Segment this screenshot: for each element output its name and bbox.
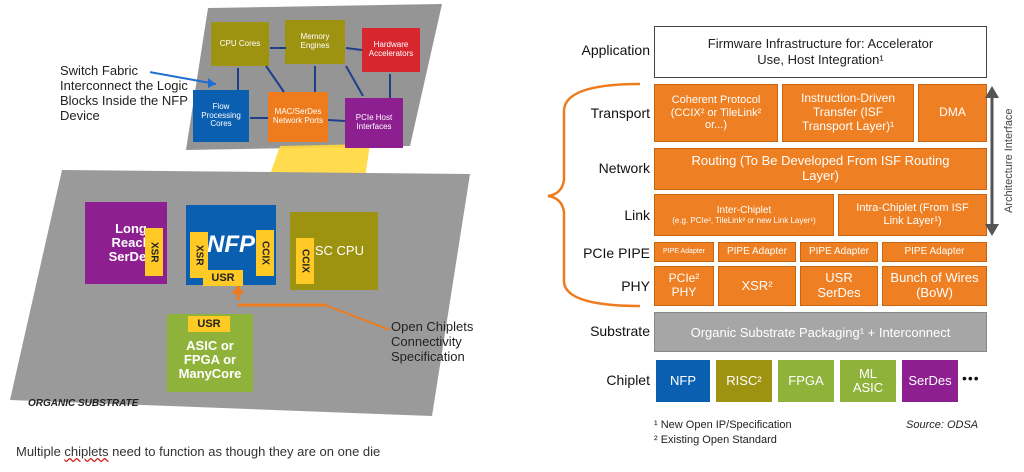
- pipe-adapter-1: PIPE Adapter: [654, 242, 714, 262]
- xsr-left-tag: XSR: [145, 228, 163, 276]
- cpu-cores-block: CPU Cores: [211, 22, 269, 66]
- caption-prefix: Multiple: [16, 444, 65, 459]
- inter-chiplet-box: Inter-Chiplet (e.g. PCIe², TileLink² or …: [654, 194, 834, 236]
- ccix-risc-tag: CCIX: [296, 238, 314, 284]
- switch-fabric-label: Switch Fabric Interconnect the Logic Blo…: [60, 63, 188, 123]
- routing-box: Routing (To Be Developed From ISF Routin…: [654, 148, 987, 190]
- ccix-nfp-tag: CCIX: [256, 230, 274, 276]
- caption-chiplets: chiplets: [64, 444, 109, 459]
- usr-asic-tag: USR: [188, 316, 230, 332]
- architecture-arrow: [985, 86, 999, 236]
- xsr-nfp-tag: XSR: [190, 232, 208, 278]
- chiplet-ml-asic: ML ASIC: [840, 360, 896, 402]
- layer-transport: Transport: [590, 105, 650, 121]
- organic-substrate-label: ORGANIC SUBSTRATE: [28, 398, 139, 409]
- more-chiplets: •••: [962, 370, 980, 386]
- pcie-phy-box: PCIe² PHY: [654, 266, 714, 306]
- pcie-host-interfaces-block: PCIe Host Interfaces: [345, 98, 403, 148]
- open-chiplets-label: Open Chiplets Connectivity Specification: [391, 319, 474, 364]
- flow-processing-cores-block: Flow Processing Cores: [193, 90, 249, 142]
- mac-serdes-network-ports-block: MAC/SerDes Network Ports: [268, 92, 328, 142]
- hardware-accelerators-block: Hardware Accelerators: [362, 28, 420, 72]
- inter-chiplet-sub: (e.g. PCIe², TileLink² or new Link Layer…: [672, 216, 816, 226]
- layer-link: Link: [624, 207, 650, 223]
- layer-network: Network: [598, 160, 650, 176]
- layer-bracket: [547, 82, 641, 308]
- firmware-box: Firmware Infrastructure for: Accelerator…: [654, 26, 987, 78]
- layer-substrate: Substrate: [590, 323, 650, 339]
- switch-fabric-arrow: [150, 71, 217, 85]
- dma-box: DMA: [918, 84, 987, 142]
- usr-serdes-box: USR SerDes: [800, 266, 878, 306]
- usr-nfp-tag: USR: [203, 270, 243, 286]
- layer-chiplet: Chiplet: [606, 372, 650, 388]
- chiplet-nfp: NFP: [656, 360, 710, 402]
- caption-suffix: need to function as though they are on o…: [108, 444, 381, 459]
- intra-chiplet-box: Intra-Chiplet (From ISF Link Layer¹): [838, 194, 987, 236]
- footnote-2: ² Existing Open Standard: [654, 434, 777, 446]
- source-label: Source: ODSA: [906, 419, 979, 431]
- open-chiplets-arrow: [232, 284, 244, 294]
- footnote-1: ¹ New Open IP/Specification: [654, 419, 792, 431]
- inter-chiplet-title: Inter-Chiplet: [716, 204, 772, 216]
- chiplet-serdes: SerDes: [902, 360, 958, 402]
- pipe-adapter-3: PIPE Adapter: [800, 242, 878, 262]
- substrate-box: Organic Substrate Packaging¹ + Interconn…: [654, 312, 987, 352]
- architecture-interface-label: Architecture Interface: [1003, 108, 1015, 214]
- fabric-lines: [150, 47, 391, 122]
- instruction-driven-box: Instruction-Driven Transfer (ISF Transpo…: [782, 84, 914, 142]
- chiplet-fpga: FPGA: [778, 360, 834, 402]
- pipe-adapter-2: PIPE Adapter: [718, 242, 796, 262]
- layer-application: Application: [581, 42, 651, 58]
- layer-phy: PHY: [621, 278, 650, 294]
- memory-engines-block: Memory Engines: [285, 20, 345, 64]
- caption: Multiple chiplets need to function as th…: [16, 444, 380, 459]
- xsr-box: XSR²: [718, 266, 796, 306]
- chiplet-risc: RISC²: [716, 360, 772, 402]
- pipe-adapter-4: PIPE Adapter: [882, 242, 987, 262]
- layer-pcie-pipe: PCIe PIPE: [583, 245, 650, 261]
- coherent-protocol-box: Coherent Protocol (CCIX² or TileLink² or…: [654, 84, 778, 142]
- bunch-of-wires-box: Bunch of Wires (BoW): [882, 266, 987, 306]
